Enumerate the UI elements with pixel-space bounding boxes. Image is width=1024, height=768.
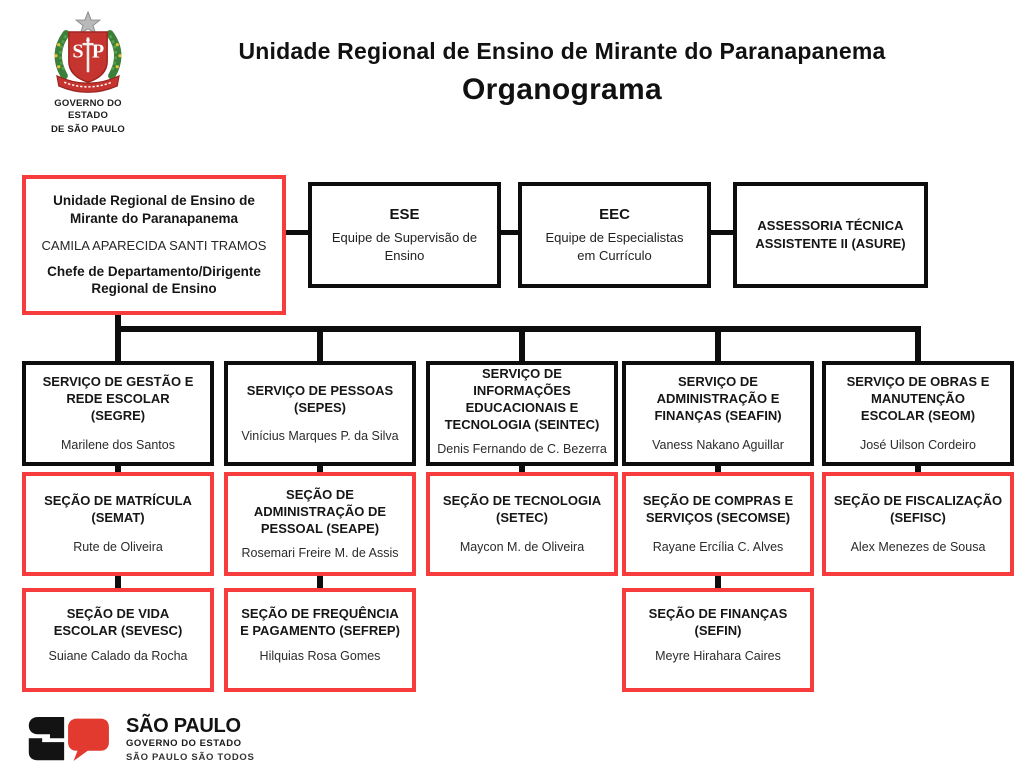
section-box-secomse: SEÇÃO DE COMPRAS E SERVIÇOS (SECOMSE) Ra… bbox=[622, 472, 814, 576]
service-person: Denis Fernando de C. Bezerra bbox=[437, 441, 607, 456]
connector-eec-asure bbox=[710, 230, 733, 235]
org-root-box: Unidade Regional de Ensino de Mirante do… bbox=[22, 175, 286, 315]
connector-seom-sefisc bbox=[915, 460, 921, 475]
root-role: Chefe de Departamento/Dirigente Regional… bbox=[47, 263, 261, 297]
service-title: SERVIÇO DE OBRAS E MANUTENÇÃO ESCOLAR (S… bbox=[846, 374, 990, 423]
connector-seafin-secomse bbox=[715, 460, 721, 475]
ese-acronym: ESE bbox=[389, 205, 420, 223]
connector-sepes-seape bbox=[317, 460, 323, 475]
subsection-title: SEÇÃO DE FINANÇAS (SEFIN) bbox=[648, 606, 788, 638]
connector-stub-seom bbox=[915, 330, 921, 362]
root-org-name: Unidade Regional de Ensino de Mirante do… bbox=[53, 193, 255, 226]
connector-semat-sevesc bbox=[115, 570, 121, 590]
footer-brand-block: SÃO PAULO GOVERNO DO ESTADO SÃO PAULO SÃ… bbox=[28, 716, 255, 762]
crest-caption-line1: GOVERNO DO ESTADO bbox=[54, 98, 122, 121]
connector-stub-sepes bbox=[317, 330, 323, 362]
ese-label: Equipe de Supervisão de Ensino bbox=[331, 229, 478, 263]
section-title: SEÇÃO DE TECNOLOGIA (SETEC) bbox=[442, 493, 602, 525]
subsection-person: Suiane Calado da Rocha bbox=[48, 648, 188, 663]
section-person: Alex Menezes de Sousa bbox=[850, 539, 986, 554]
subsection-title: SEÇÃO DE FREQUÊNCIA E PAGAMENTO (SEFREP) bbox=[240, 606, 400, 638]
service-title: SERVIÇO DE INFORMAÇÕES EDUCACIONAIS E TE… bbox=[444, 366, 600, 432]
section-person: Rute de Oliveira bbox=[73, 539, 163, 554]
service-box-sepes: SERVIÇO DE PESSOAS (SEPES) Vinícius Marq… bbox=[224, 361, 416, 466]
eec-acronym: EEC bbox=[599, 205, 630, 223]
connector-root-ese bbox=[286, 230, 308, 235]
connector-seintec-setec bbox=[519, 460, 525, 475]
ese-box: ESE Equipe de Supervisão de Ensino bbox=[308, 182, 501, 288]
service-box-segre: SERVIÇO DE GESTÃO E REDE ESCOLAR (SEGRE)… bbox=[22, 361, 214, 466]
footer-slogan: SÃO PAULO SÃO TODOS bbox=[126, 751, 255, 763]
service-title: SERVIÇO DE GESTÃO E REDE ESCOLAR (SEGRE) bbox=[42, 374, 194, 423]
service-box-seintec: SERVIÇO DE INFORMAÇÕES EDUCACIONAIS E TE… bbox=[426, 361, 618, 466]
asure-label: ASSESSORIA TÉCNICA ASSISTENTE II (ASURE) bbox=[755, 217, 906, 251]
section-box-semat: SEÇÃO DE MATRÍCULA (SEMAT) Rute de Olive… bbox=[22, 472, 214, 576]
connector-stub-segre bbox=[115, 330, 121, 362]
connector-root-drop bbox=[115, 314, 121, 328]
section-title: SEÇÃO DE ADMINISTRAÇÃO DE PESSOAL (SEAPE… bbox=[253, 487, 387, 536]
section-title: SEÇÃO DE MATRÍCULA (SEMAT) bbox=[44, 493, 192, 525]
page-title: Unidade Regional de Ensino de Mirante do… bbox=[238, 38, 886, 64]
eec-box: EEC Equipe de Especialistas em Currículo bbox=[518, 182, 711, 288]
connector-stub-seafin bbox=[715, 330, 721, 362]
crest-caption-line2: DE SÃO PAULO bbox=[50, 123, 125, 135]
service-box-seom: SERVIÇO DE OBRAS E MANUTENÇÃO ESCOLAR (S… bbox=[822, 361, 1014, 466]
subsection-person: Hilquias Rosa Gomes bbox=[259, 648, 381, 663]
service-person: José Uilson Cordeiro bbox=[859, 437, 977, 452]
connector-secomse-sefin bbox=[715, 570, 721, 590]
service-person: Marilene dos Santos bbox=[61, 437, 175, 452]
subsection-title: SEÇÃO DE VIDA ESCOLAR (SEVESC) bbox=[53, 606, 183, 638]
service-person: Vaness Nakano Aguillar bbox=[652, 437, 784, 452]
service-title: SERVIÇO DE PESSOAS (SEPES) bbox=[246, 382, 394, 415]
connector-segre-semat bbox=[115, 460, 121, 475]
page-subtitle: Organograma bbox=[461, 73, 662, 106]
service-title: SERVIÇO DE ADMINISTRAÇÃO E FINANÇAS (SEA… bbox=[654, 374, 782, 423]
section-box-seape: SEÇÃO DE ADMINISTRAÇÃO DE PESSOAL (SEAPE… bbox=[224, 472, 416, 576]
subsection-box-sefrep: SEÇÃO DE FREQUÊNCIA E PAGAMENTO (SEFREP)… bbox=[224, 588, 416, 692]
connector-stub-seintec bbox=[519, 330, 525, 362]
footer-governo: GOVERNO DO ESTADO bbox=[126, 738, 242, 749]
sp-coat-of-arms: S P GOVERNO DO ESTADO DE SÃO PAULO bbox=[36, 10, 140, 136]
section-person: Rayane Ercília C. Alves bbox=[652, 539, 784, 554]
sp-coat-of-arms-icon: S P bbox=[54, 10, 122, 93]
section-title: SEÇÃO DE FISCALIZAÇÃO (SEFISC) bbox=[833, 493, 1003, 525]
section-box-setec: SEÇÃO DE TECNOLOGIA (SETEC) Maycon M. de… bbox=[426, 472, 618, 576]
section-title: SEÇÃO DE COMPRAS E SERVIÇOS (SECOMSE) bbox=[642, 493, 794, 525]
svg-text:P: P bbox=[92, 41, 104, 63]
service-person: Vinícius Marques P. da Silva bbox=[241, 429, 399, 444]
subsection-person: Meyre Hirahara Caires bbox=[655, 648, 781, 663]
service-box-seafin: SERVIÇO DE ADMINISTRAÇÃO E FINANÇAS (SEA… bbox=[622, 361, 814, 466]
subsection-box-sefin: SEÇÃO DE FINANÇAS (SEFIN) Meyre Hirahara… bbox=[622, 588, 814, 692]
subsection-box-sevesc: SEÇÃO DE VIDA ESCOLAR (SEVESC) Suiane Ca… bbox=[22, 588, 214, 692]
asure-box: ASSESSORIA TÉCNICA ASSISTENTE II (ASURE) bbox=[733, 182, 928, 288]
root-person-name: CAMILA APARECIDA SANTI TRAMOS bbox=[41, 237, 267, 253]
footer-brand: SÃO PAULO bbox=[126, 715, 241, 737]
section-person: Maycon M. de Oliveira bbox=[459, 539, 585, 554]
connector-trunk bbox=[115, 326, 921, 332]
eec-label: Equipe de Especialistas em Currículo bbox=[545, 229, 684, 263]
section-person: Rosemari Freire M. de Assis bbox=[241, 545, 399, 560]
section-box-sefisc: SEÇÃO DE FISCALIZAÇÃO (SEFISC) Alex Mene… bbox=[822, 472, 1014, 576]
svg-text:S: S bbox=[72, 41, 83, 63]
connector-seape-sefrep bbox=[317, 570, 323, 590]
sp-logo-icon bbox=[28, 717, 109, 761]
connector-ese-eec bbox=[500, 230, 518, 235]
